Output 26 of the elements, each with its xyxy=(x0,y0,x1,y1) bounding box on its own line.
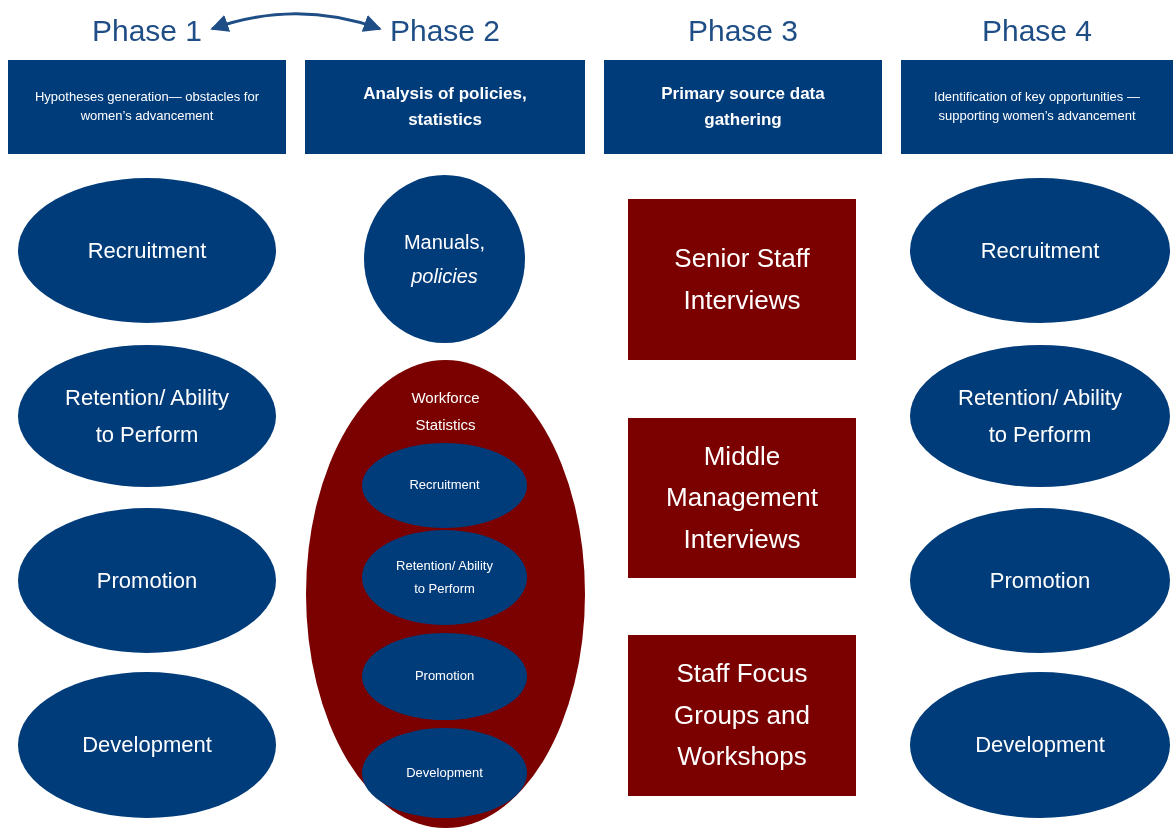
topic-ellipse: Promotion xyxy=(18,508,276,653)
topic-ellipse: Manuals, policies xyxy=(364,175,525,343)
double-headed-arrow xyxy=(210,12,382,33)
phase-heading: Phase 4 xyxy=(981,14,1093,47)
topic-ellipse: Retention/ Ability to Perform xyxy=(910,345,1170,487)
topic-ellipse: Promotion xyxy=(910,508,1170,653)
phase-heading: Phase 3 xyxy=(687,14,799,47)
method-box: Staff Focus Groups and Workshops xyxy=(628,635,856,796)
phase-heading: Phase 1 xyxy=(91,14,203,47)
topic-ellipse: Retention/ Ability to Perform xyxy=(362,530,527,625)
topic-ellipse: Recruitment xyxy=(18,178,276,323)
topic-ellipse: Development xyxy=(362,728,527,818)
method-box: Middle Management Interviews xyxy=(628,418,856,578)
phase-description-banner: Hypotheses generation— obstacles for women’s advancement xyxy=(8,60,286,154)
topic-ellipse: Recruitment xyxy=(362,443,527,528)
topic-ellipse: Development xyxy=(910,672,1170,818)
phase-description-banner: Identification of key opportunities — supporting women’s advancement xyxy=(901,60,1173,154)
phase-heading: Phase 2 xyxy=(389,14,501,47)
topic-ellipse: Development xyxy=(18,672,276,818)
topic-ellipse: Promotion xyxy=(362,633,527,720)
method-box: Senior Staff Interviews xyxy=(628,199,856,360)
group-title: Workforce Statistics xyxy=(410,388,481,435)
topic-ellipse: Retention/ Ability to Perform xyxy=(18,345,276,487)
phase-description-banner: Analysis of policies, statistics xyxy=(305,60,585,154)
topic-ellipse: Recruitment xyxy=(910,178,1170,323)
phase-description-banner: Primary source data gathering xyxy=(604,60,882,154)
